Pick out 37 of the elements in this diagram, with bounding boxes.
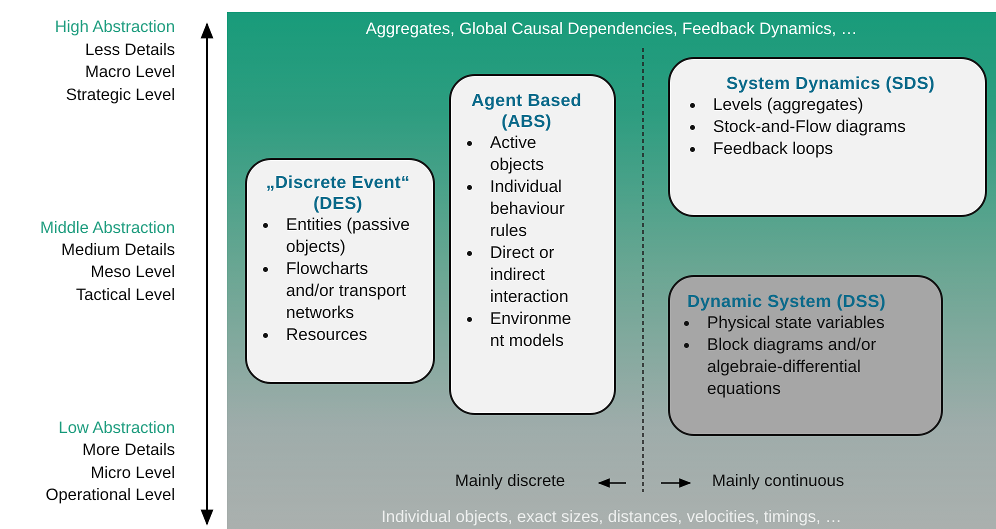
bullet-item: Individual behaviour rules xyxy=(490,176,566,242)
box-heading: System Dynamics (SDS) xyxy=(725,73,936,94)
level-label: Meso Level xyxy=(90,263,175,282)
level-label: Macro Level xyxy=(85,63,175,82)
direction-label: Mainly continuous xyxy=(712,472,844,491)
bullet-item: Resources xyxy=(286,324,368,346)
rounded-box xyxy=(245,158,435,384)
level-label: Less Details xyxy=(85,41,175,60)
bullet-item: Physical state variables xyxy=(707,312,885,334)
bullet-item: Feedback loops xyxy=(713,138,834,160)
box-heading: Dynamic System (DSS) xyxy=(686,291,887,312)
level-label: More Details xyxy=(82,441,175,460)
abstraction-label: Middle Abstraction xyxy=(40,219,175,238)
bullet-item: Stock-and-Flow diagrams xyxy=(713,116,906,138)
direction-label: Mainly discrete xyxy=(455,472,566,491)
abstraction-label: Low Abstraction xyxy=(58,419,175,438)
rounded-box xyxy=(668,275,943,436)
level-label: Operational Level xyxy=(46,486,175,505)
bullet-item: Active objects xyxy=(490,132,545,176)
bullet-item: Block diagrams and/or algebraie-differential equations xyxy=(707,334,878,400)
level-label: Strategic Level xyxy=(66,86,175,105)
gradient-panel xyxy=(227,12,996,529)
level-label: Micro Level xyxy=(90,464,175,483)
bottom-caption: Individual objects, exact sizes, distances, velocities, timings, … xyxy=(380,508,843,527)
level-label: Medium Details xyxy=(61,241,175,260)
bullet-item: Entities (passive objects) xyxy=(286,214,411,258)
box-heading: „Discrete Event“ (DES) xyxy=(265,172,411,214)
top-caption: Aggregates, Global Causal Dependencies, Feedback Dynamics, … xyxy=(364,20,858,39)
rounded-box xyxy=(449,74,616,415)
abstraction-label: High Abstraction xyxy=(54,18,175,37)
level-label: Tactical Level xyxy=(76,286,175,305)
rounded-box xyxy=(668,57,987,217)
bullet-item: Levels (aggregates) xyxy=(713,94,864,116)
bullet-item: Environme nt models xyxy=(490,308,572,352)
box-heading: Agent Based (ABS) xyxy=(470,90,583,132)
bullet-item: Flowcharts and/or transport networks xyxy=(286,258,408,324)
bullet-item: Direct or indirect interaction xyxy=(490,242,570,308)
